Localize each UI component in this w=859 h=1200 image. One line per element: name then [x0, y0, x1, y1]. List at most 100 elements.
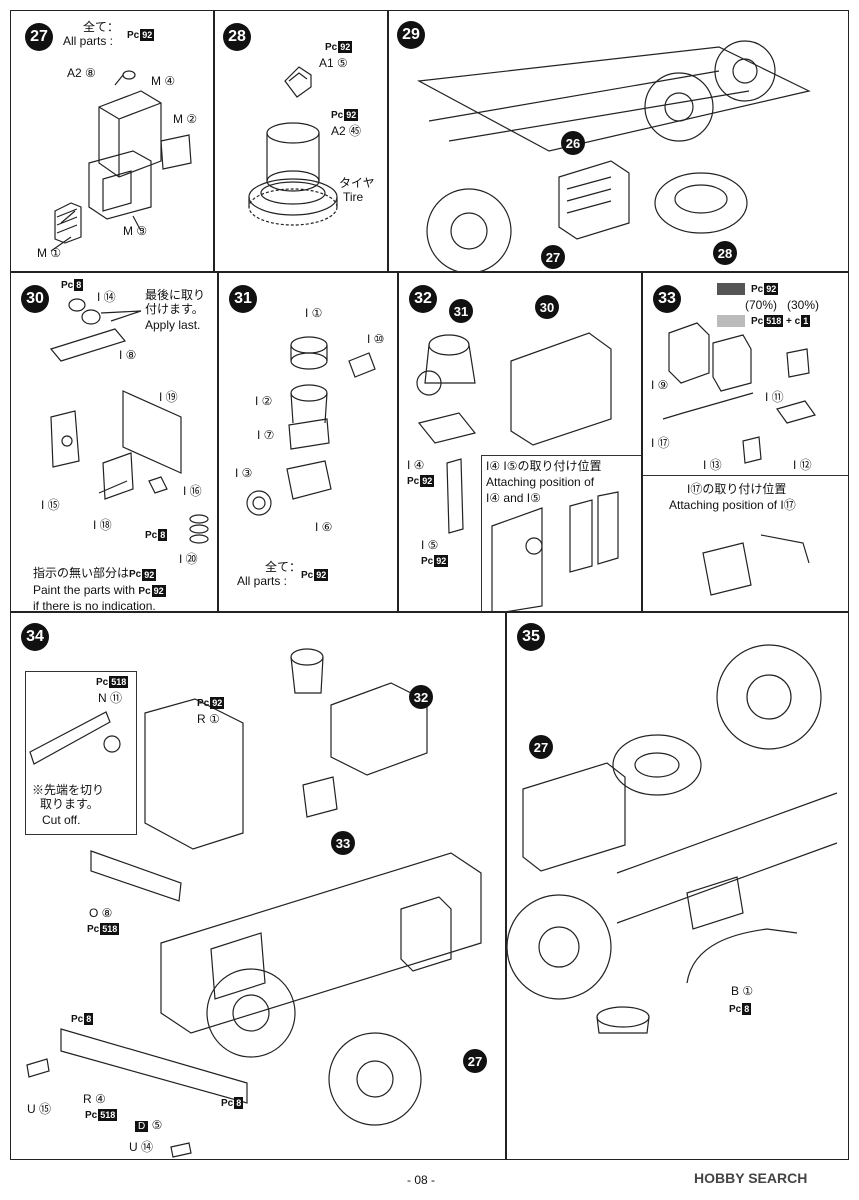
- part-i5: I ⑤: [421, 538, 439, 552]
- part-label: M ③: [123, 224, 148, 238]
- step-number-29: 29: [397, 21, 425, 49]
- step-number-33: 33: [653, 285, 681, 313]
- ref-step-31: 31: [449, 299, 473, 323]
- part-label: I ⑧: [119, 348, 137, 362]
- all-parts-jp: 全て：: [83, 20, 120, 34]
- all-parts-jp: 全て：: [265, 560, 302, 574]
- inset-illustration: [491, 491, 619, 611]
- ref-step-27: 27: [529, 735, 553, 759]
- attach-en: Attaching position of I⑰: [669, 498, 796, 512]
- part-o8: O ⑧: [89, 906, 113, 920]
- attach-en1: Attaching position of: [486, 475, 595, 489]
- step-number-35: 35: [517, 623, 545, 651]
- part-i4: I ④: [407, 458, 425, 472]
- part-label: I ⑲: [159, 390, 178, 404]
- step-31-panel: 31 I ① I ⑩ I ② I ⑦ I ③ I ⑥ 全て： All parts…: [218, 272, 398, 612]
- ref-step-33: 33: [331, 831, 355, 855]
- part-r1: R ①: [197, 712, 220, 726]
- part-label: M ①: [37, 246, 62, 260]
- part-label: I ⑪: [765, 390, 784, 404]
- attach-jp: I⑰の取り付け位置: [687, 482, 787, 496]
- ref-step-27: 27: [541, 245, 565, 269]
- part-a1: A1 ⑤: [319, 56, 348, 70]
- ref-step-32: 32: [409, 685, 433, 709]
- step-number-32: 32: [409, 285, 437, 313]
- part-label: I ⑫: [793, 458, 812, 472]
- part-label: I ⑬: [703, 458, 722, 472]
- color-swatch-a: [717, 283, 745, 295]
- attach-jp: I④ I⑤の取り付け位置: [486, 459, 602, 473]
- ratio-a: (70%): [745, 298, 778, 312]
- watermark-logo: HOBBY SEARCH: [694, 1170, 808, 1186]
- cut-en: Cut off.: [42, 813, 81, 827]
- ref-step-30: 30: [535, 295, 559, 319]
- step-29-panel: 29 26 27 28: [388, 10, 849, 272]
- part-i14: I ⑭: [97, 290, 116, 304]
- part-label: I ⑳: [179, 552, 198, 566]
- step-number-34: 34: [21, 623, 49, 651]
- part-label: I ⑦: [257, 428, 275, 442]
- part-label: I ⑮: [41, 498, 60, 512]
- cut-jp2: 取ります。: [40, 797, 99, 811]
- step-33-illustration: [643, 273, 849, 612]
- divider-line: [643, 475, 848, 476]
- step-number-28: 28: [223, 23, 251, 51]
- attach-en2: I④ and I⑤: [486, 491, 541, 505]
- ref-step-28: 28: [713, 241, 737, 265]
- cut-jp1: ※先端を切り: [32, 783, 105, 797]
- part-u14: U ⑭: [129, 1140, 154, 1154]
- part-label: I ⑥: [315, 520, 333, 534]
- all-parts-en: All parts :: [63, 34, 114, 48]
- step-number-27: 27: [25, 23, 53, 51]
- apply-last-jp2: 付けます。: [145, 302, 204, 316]
- part-label: I ⑯: [183, 484, 202, 498]
- step-number-30: 30: [21, 285, 49, 313]
- part-label: I ⑨: [651, 378, 669, 392]
- part-label: M ②: [173, 112, 198, 126]
- step-30-illustration: [11, 273, 218, 612]
- attaching-position-inset: I④ I⑤の取り付け位置 Attaching position of I④ an…: [481, 455, 641, 611]
- part-b1: B ①: [731, 984, 754, 998]
- ref-step-27: 27: [463, 1049, 487, 1073]
- step-29-illustration: [389, 11, 849, 272]
- part-label: M ④: [151, 74, 176, 88]
- step-28-illustration: [215, 11, 388, 272]
- tire-jp: タイヤ: [339, 176, 375, 190]
- color-swatch-b: [717, 315, 745, 327]
- apply-last-jp1: 最後に取り: [145, 288, 206, 302]
- step-35-illustration: [507, 613, 849, 1160]
- part-label: A2 ⑧: [67, 66, 96, 80]
- part-label: I ⑰: [651, 436, 670, 450]
- part-label: I ②: [255, 394, 273, 408]
- part-a2: A2 ㊺: [331, 124, 362, 138]
- ratio-b: (30%): [787, 298, 820, 312]
- part-label: I ③: [235, 466, 253, 480]
- part-label: I ⑩: [367, 332, 385, 346]
- page-number: - 08 -: [407, 1173, 436, 1187]
- step-31-illustration: [219, 273, 398, 612]
- inset-part: N ⑪: [98, 691, 123, 705]
- step-27-illustration: [11, 11, 214, 272]
